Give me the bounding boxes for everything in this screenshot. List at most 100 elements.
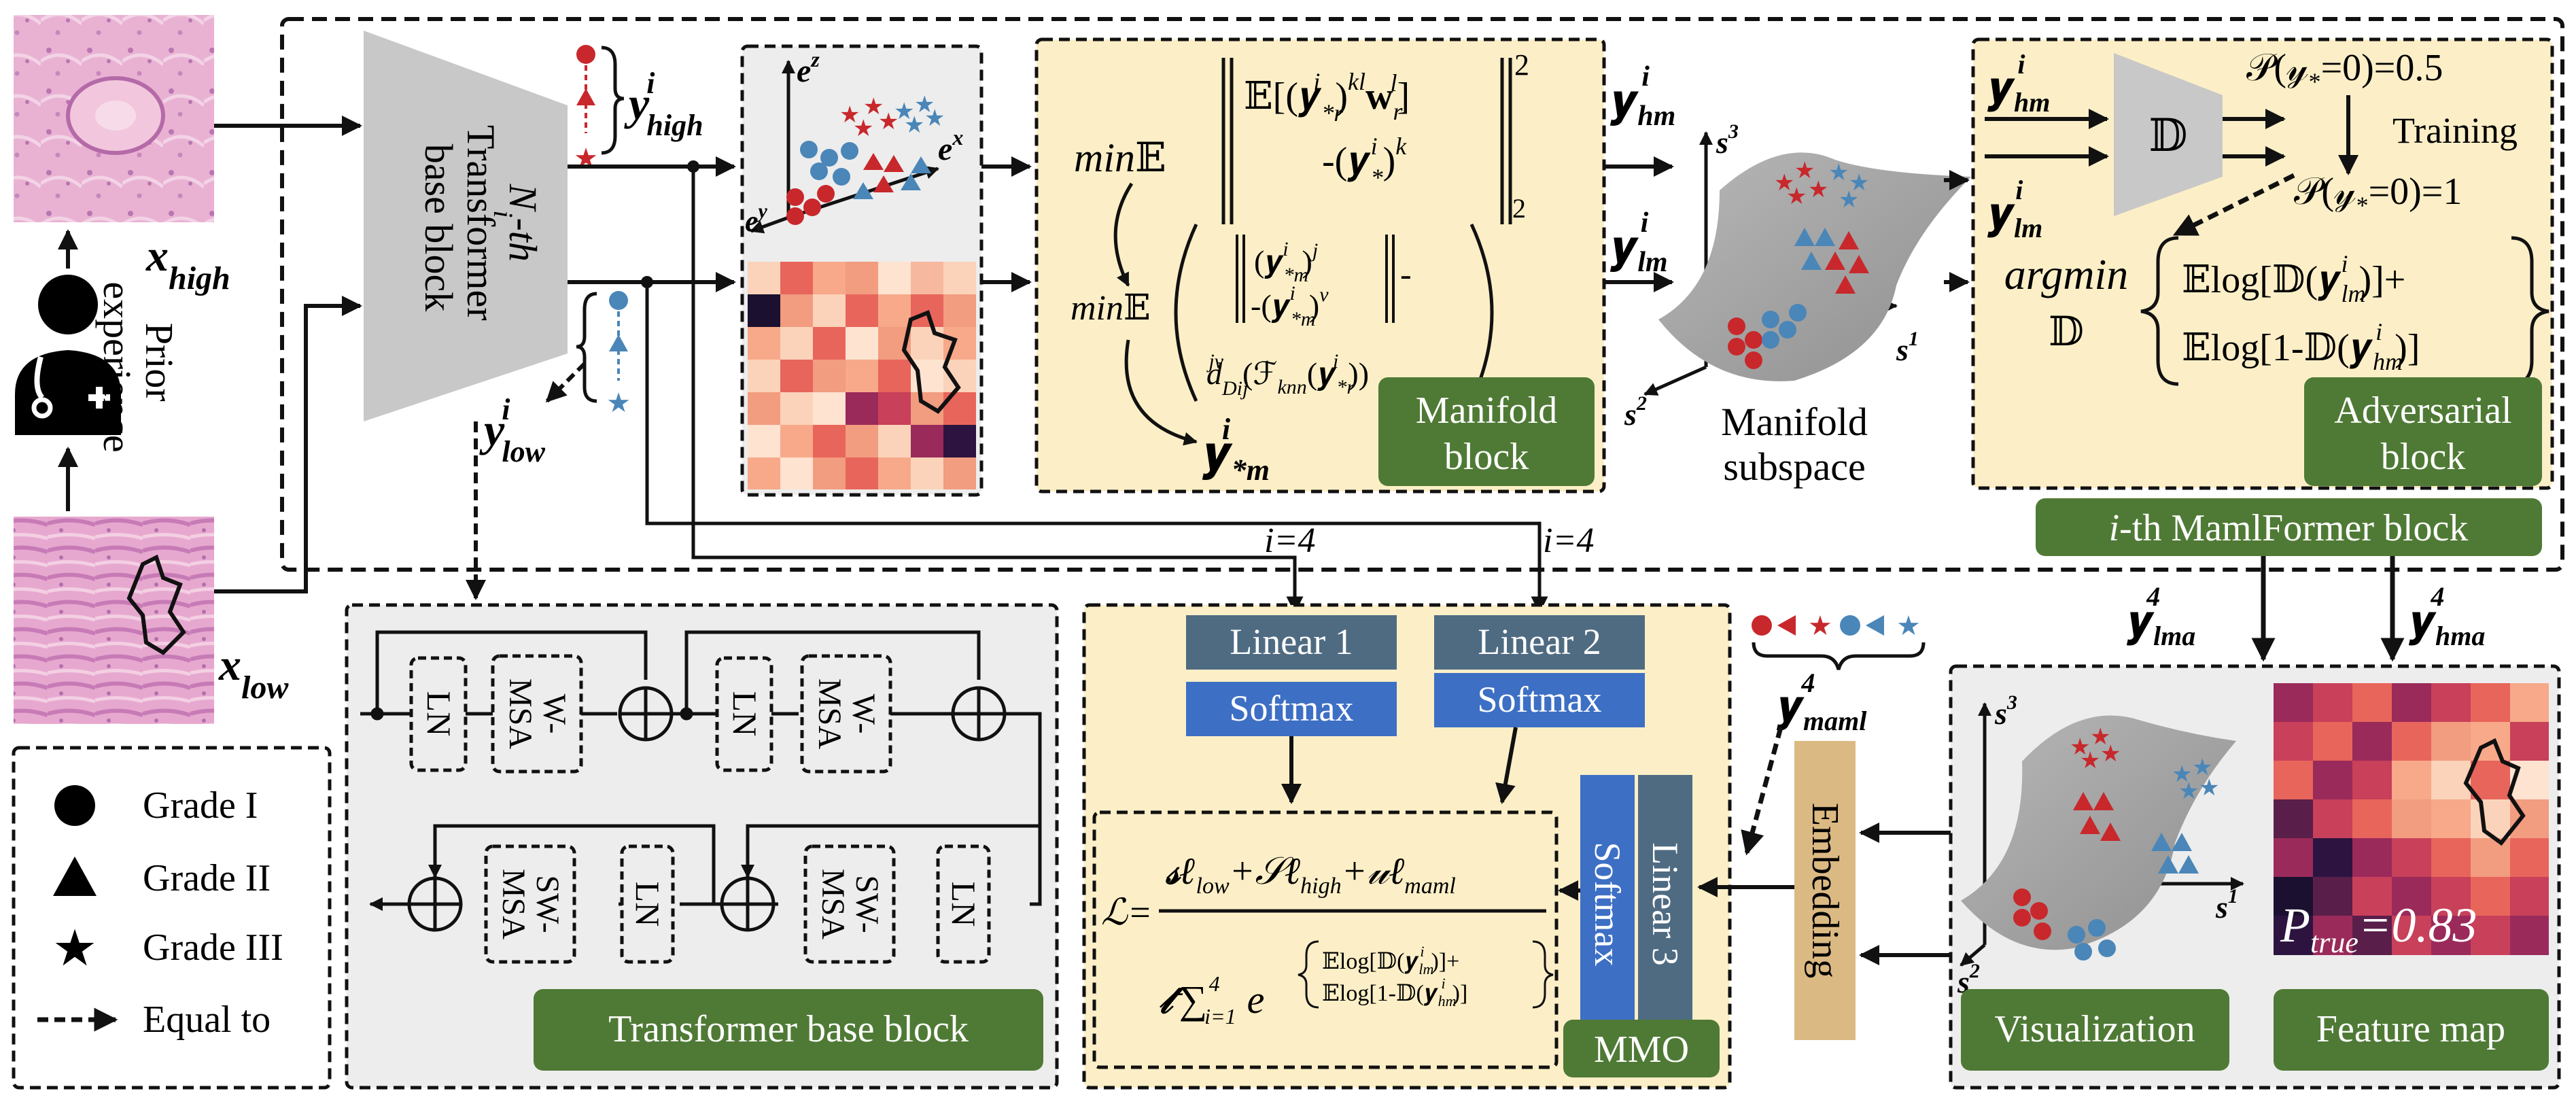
svg-text:SW-MSA: SW-MSA xyxy=(815,869,885,939)
svg-text:min𝔼: min𝔼 xyxy=(1071,289,1151,328)
svg-text:★: ★ xyxy=(1808,610,1832,641)
svg-text:Softmax: Softmax xyxy=(1478,679,1602,720)
linear2-box[interactable]: Linear 2 xyxy=(1434,615,1645,670)
arrow-xlow-to-block xyxy=(214,296,362,593)
svg-text:Softmax: Softmax xyxy=(1230,688,1354,729)
p-one: 𝒫(𝓎*=0)=1 xyxy=(2294,171,2462,219)
y-high-symbols: ★ xyxy=(574,45,625,173)
p-half: 𝒫(𝓎*=0)=0.5 xyxy=(2246,47,2443,95)
softmax2-box[interactable]: Softmax xyxy=(1434,673,1645,727)
svg-text:-: - xyxy=(1400,255,1412,293)
svg-text:SW-MSA: SW-MSA xyxy=(495,869,565,939)
axis-ex: ex xyxy=(938,125,963,167)
svg-text:Linear 1: Linear 1 xyxy=(1230,621,1353,662)
svg-text:★: ★ xyxy=(1828,160,1849,186)
svg-text:-(𝒚*i)k: -(𝒚*i)k xyxy=(1322,133,1407,191)
svg-text:Visualization: Visualization xyxy=(1994,1008,2195,1050)
svg-text:★: ★ xyxy=(878,109,899,135)
grade1-icon xyxy=(54,785,95,826)
svg-text:★: ★ xyxy=(1896,610,1921,641)
mamlformer-block-label: i-th MamlFormer block xyxy=(2036,498,2542,556)
svg-text:Adversarial: Adversarial xyxy=(2334,390,2511,432)
discriminator-block[interactable]: 𝔻 xyxy=(2114,53,2223,216)
softmax3-box[interactable]: Softmax xyxy=(1580,775,1635,1033)
svg-text:i-th MamlFormer block: i-th MamlFormer block xyxy=(2109,507,2469,549)
svg-text:★: ★ xyxy=(2192,755,2212,780)
adv-term1: 𝔼log[𝔻(𝒚lmi)]+ xyxy=(2182,250,2405,307)
linear1-box[interactable]: Linear 1 xyxy=(1186,615,1397,670)
w-msa-box-1: W-MSA xyxy=(491,654,583,774)
training-feedback-arrow xyxy=(2172,173,2295,237)
low-res-patch[interactable] xyxy=(14,517,214,724)
y-hma-label: 𝒚hma4 xyxy=(2408,581,2485,651)
manifold-block-label: Manifold block xyxy=(1378,377,1595,486)
softmax1-box[interactable]: Softmax xyxy=(1186,682,1397,736)
doctor-icon xyxy=(15,275,121,435)
legend-grade3: Grade III xyxy=(143,927,283,969)
svg-text:★: ★ xyxy=(1774,171,1794,196)
svg-text:block: block xyxy=(2381,436,2465,478)
feature-scatter: ★★★ ★★★ ★★ xyxy=(786,92,945,225)
svg-text:LN: LN xyxy=(420,691,458,737)
svg-text:★: ★ xyxy=(574,143,598,173)
prior-experience-label: Prior experience xyxy=(95,281,181,452)
ln-box-2: LN xyxy=(715,656,773,772)
x-high-label: xhigh xyxy=(145,231,230,296)
svg-text:𝔼log[1-𝔻(𝒚hmi)]: 𝔼log[1-𝔻(𝒚hmi)] xyxy=(1322,975,1467,1009)
svg-text:LN: LN xyxy=(629,882,667,927)
skip-bottom-1 xyxy=(741,824,1040,878)
svg-text:Feature map: Feature map xyxy=(2316,1008,2505,1050)
svg-text:★: ★ xyxy=(2172,762,2192,787)
svg-text:LN: LN xyxy=(945,882,983,927)
axis-ez: ez xyxy=(797,47,820,89)
output-feature-map xyxy=(2274,683,2549,955)
svg-text:★: ★ xyxy=(1839,188,1859,213)
linear3-box[interactable]: Linear 3 xyxy=(1638,775,1692,1033)
svg-text:★: ★ xyxy=(839,103,860,128)
w-msa-box-2: W-MSA xyxy=(800,654,892,774)
svg-text:★: ★ xyxy=(2178,779,2199,804)
y-hm-label: 𝒚hmi xyxy=(1609,61,1675,132)
svg-text:W-MSA: W-MSA xyxy=(502,678,572,749)
manifold-equations: min𝔼 min𝔼 𝔼[(𝒚*ri)klwrl] 2 2 -(𝒚*i)k (𝒚*… xyxy=(1071,48,1529,487)
svg-text:block: block xyxy=(1444,436,1529,478)
svg-text:𝔻: 𝔻 xyxy=(2148,111,2187,161)
high-res-patch[interactable] xyxy=(14,15,214,222)
svg-text:★: ★ xyxy=(2080,748,2100,774)
nth-transformer-block[interactable]: Ni-th Transformer base block xyxy=(364,31,568,421)
grade3-icon: ★ xyxy=(52,921,97,977)
svg-text:𝓉∑i=14e: 𝓉∑i=14e xyxy=(1159,971,1264,1029)
transformer-base-label: Transformer base block xyxy=(534,989,1043,1071)
route-high-to-linear1 xyxy=(691,167,1304,614)
svg-text:★: ★ xyxy=(904,113,924,138)
svg-text:★: ★ xyxy=(924,106,945,131)
svg-text:★: ★ xyxy=(863,94,884,120)
svg-text:-(𝒚*mi)v: -(𝒚*mi)v xyxy=(1251,282,1329,330)
svg-text:W-MSA: W-MSA xyxy=(812,678,882,749)
equal-arrow-maml xyxy=(1741,727,1783,856)
visualization-graphic: ★★★ ★★★ ★★ xyxy=(1960,702,2244,967)
svg-text:Linear 3: Linear 3 xyxy=(1645,842,1686,965)
svg-text:𝒚*mi: 𝒚*mi xyxy=(1202,413,1270,487)
ln-box-4: LN xyxy=(620,844,675,964)
y-lm-label: 𝒚lmi xyxy=(1609,207,1668,278)
ln-box-3: LN xyxy=(936,844,991,964)
sum-node-4 xyxy=(407,876,463,932)
x-low-label: xlow xyxy=(218,640,289,706)
route-low-to-linear2 xyxy=(645,282,1548,614)
embedding-box[interactable]: Embedding xyxy=(1794,741,1856,1040)
y-maml-symbols: ★ ★ xyxy=(1752,610,1926,670)
feature-map-label: Feature map xyxy=(2274,989,2549,1071)
sum-node-3 xyxy=(720,876,776,932)
y-low-symbols: ★ xyxy=(576,291,631,418)
svg-text:★: ★ xyxy=(2090,725,2110,750)
svg-text:★: ★ xyxy=(1786,184,1807,209)
adv-term2: 𝔼log[1-𝔻(𝒚hmi)] xyxy=(2182,318,2420,375)
svg-text:Softmax: Softmax xyxy=(1587,842,1628,967)
axis-ey: ey xyxy=(745,200,768,238)
manifold-subspace-graphic: ★★★ ★★★ ★ xyxy=(1643,131,1971,396)
svg-text:(𝒚*mi)j: (𝒚*mi)j xyxy=(1254,238,1318,286)
svg-text:★: ★ xyxy=(1808,177,1828,203)
